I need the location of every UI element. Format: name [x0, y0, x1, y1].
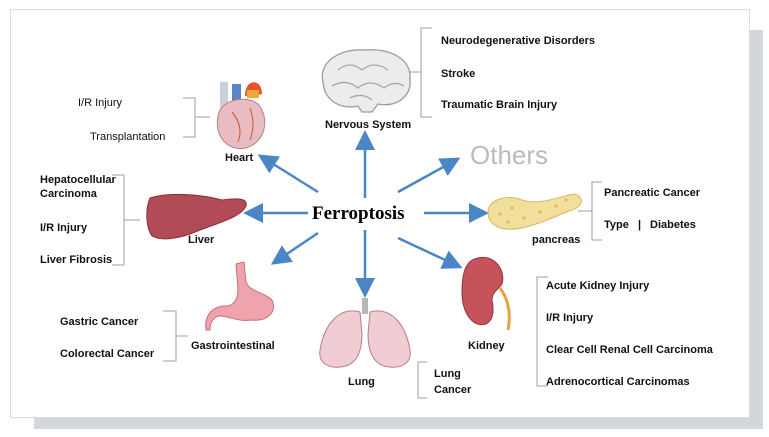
- nervous-item: Stroke: [441, 68, 476, 80]
- lungs-icon: [319, 298, 411, 368]
- lung-item: Cancer: [434, 384, 472, 396]
- gastro-item: Colorectal Cancer: [60, 348, 155, 360]
- kidney-item: Acute Kidney Injury: [546, 280, 650, 292]
- arrow-gastro: [270, 231, 319, 265]
- kidney-label: Kidney: [468, 340, 505, 352]
- arrow-kidney: [397, 236, 463, 269]
- heart-item: I/R Injury: [78, 97, 123, 109]
- center-title: Ferroptosis: [312, 203, 405, 224]
- arrow-heart: [257, 154, 319, 194]
- lung-label: Lung: [348, 376, 375, 388]
- liver-label: Liver: [188, 234, 215, 246]
- liver-item: Hepatocellular: [40, 174, 116, 186]
- bracket-lung: [417, 361, 427, 399]
- pancreas-item: Type: [604, 219, 629, 231]
- liver-icon: [146, 193, 247, 240]
- bracket-kidney: [536, 276, 548, 387]
- stomach-icon: [205, 261, 274, 331]
- pancreas-item: Diabetes: [650, 219, 696, 231]
- nervous-label: Nervous System: [325, 119, 412, 131]
- pancreas-label: pancreas: [532, 234, 581, 246]
- nervous-item: Traumatic Brain Injury: [441, 99, 558, 111]
- bracket-liver: [112, 174, 140, 266]
- liver-item: Carcinoma: [40, 188, 97, 200]
- pancreas-icon: [487, 193, 582, 230]
- gastro-label: Gastrointestinal: [191, 340, 275, 352]
- liver-item: I/R Injury: [40, 222, 88, 234]
- pancreas-item-separator: |: [638, 219, 642, 231]
- pancreas-item: Pancreatic Cancer: [604, 187, 700, 199]
- others-label: Others: [470, 140, 549, 170]
- lung-item: Lung: [434, 368, 461, 380]
- kidney-item: I/R Injury: [546, 312, 594, 324]
- arrow-others: [397, 157, 461, 194]
- heart-item: Transplantation: [90, 131, 166, 143]
- heart-icon: [216, 82, 266, 149]
- kidney-item: Clear Cell Renal Cell Carcinoma: [546, 344, 713, 356]
- brain-icon: [321, 49, 411, 113]
- gastro-item: Gastric Cancer: [60, 316, 139, 328]
- kidney-icon: [461, 256, 511, 331]
- bracket-heart: [183, 97, 210, 138]
- bracket-gastro: [163, 310, 188, 362]
- kidney-item: Adrenocortical Carcinomas: [546, 376, 690, 388]
- heart-label: Heart: [225, 152, 254, 164]
- liver-item: Liver Fibrosis: [40, 254, 113, 266]
- nervous-item: Neurodegenerative Disorders: [441, 35, 596, 47]
- bracket-pancreas: [578, 181, 602, 241]
